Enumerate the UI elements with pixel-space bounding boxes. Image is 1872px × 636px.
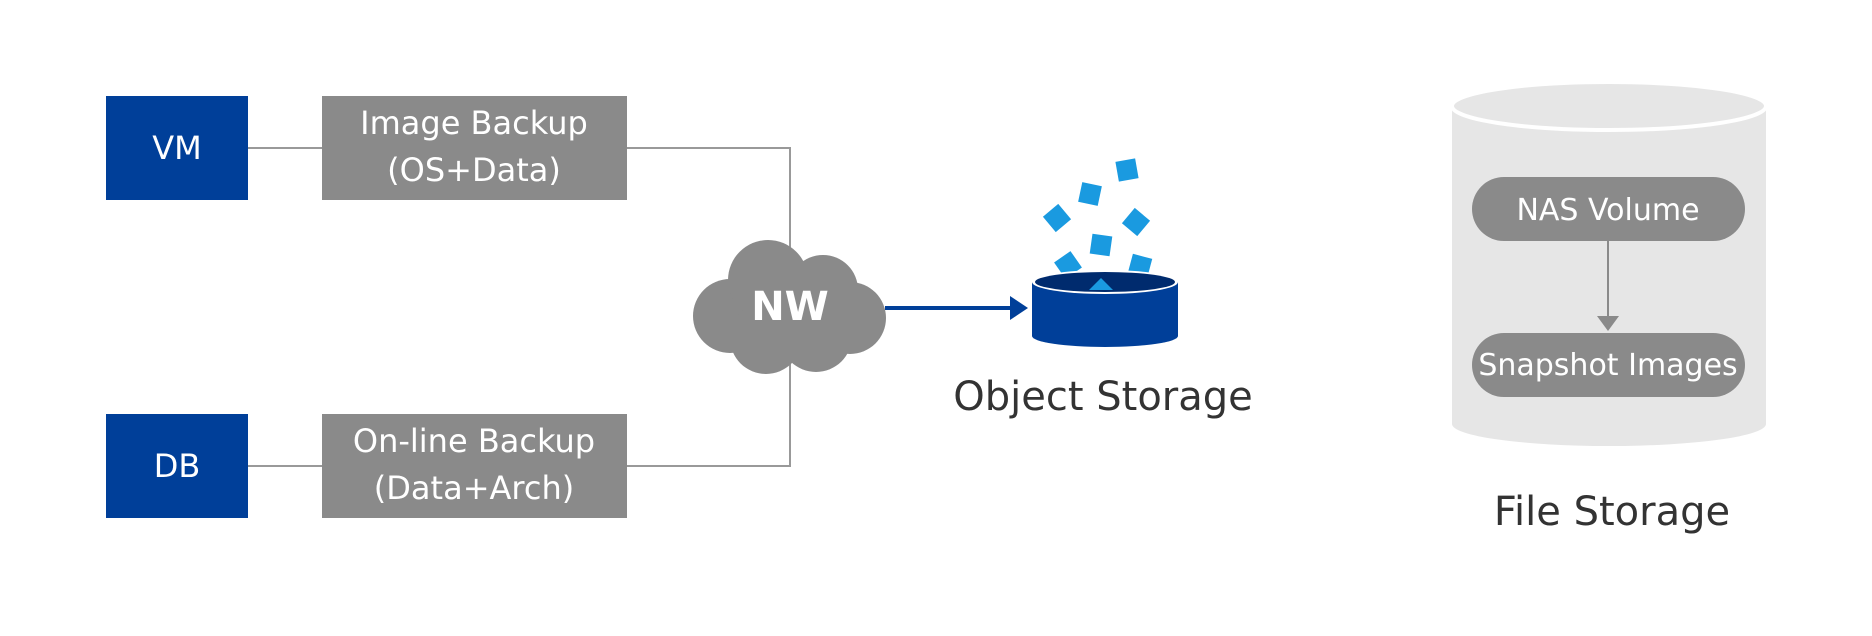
image-backup-line2: (OS+Data) <box>387 151 561 189</box>
data-chip <box>1089 233 1113 257</box>
data-chips <box>1042 158 1153 279</box>
image-backup: Image Backup (OS+Data) <box>322 96 627 200</box>
arrow-head <box>1010 296 1028 320</box>
data-chip <box>1121 207 1151 237</box>
file-storage-cylinder: NAS Volume Snapshot Images <box>1450 80 1768 446</box>
network-to-object-storage-arrow <box>885 296 1028 320</box>
online-backup: On-line Backup (Data+Arch) <box>322 414 627 518</box>
data-chip <box>1078 182 1102 206</box>
file-storage-label: File Storage <box>1494 489 1730 535</box>
cylinder-top <box>1450 80 1768 132</box>
object-storage-icon <box>1032 158 1178 347</box>
nas-to-snapshot-arrow-head <box>1597 316 1619 331</box>
snapshot-images-label: Snapshot Images <box>1478 348 1737 383</box>
cloud-lobe-top <box>728 240 808 320</box>
network-label: NW <box>751 284 829 330</box>
connector-lines <box>248 147 791 467</box>
snapshot-images-pill <box>1472 333 1745 397</box>
db-label: DB <box>154 447 201 485</box>
db-box <box>106 414 248 518</box>
vm-label: VM <box>152 129 202 167</box>
vm-source: VM <box>106 96 248 200</box>
cloud-lobe-bottom-right <box>780 300 852 372</box>
online-backup-box <box>322 414 627 518</box>
online-backup-to-network-line <box>627 360 791 467</box>
object-storage-label: Object Storage <box>953 374 1253 420</box>
vm-box <box>106 96 248 200</box>
image-backup-box <box>322 96 627 200</box>
bucket-body <box>1032 282 1178 347</box>
data-chip-in-bucket <box>1089 278 1113 290</box>
db-source: DB <box>106 414 248 518</box>
network-cloud: NW <box>693 240 886 374</box>
nas-volume-label: NAS Volume <box>1516 193 1699 228</box>
data-chip <box>1042 203 1072 233</box>
image-backup-line1: Image Backup <box>360 104 588 142</box>
data-chip <box>1115 158 1139 182</box>
image-backup-to-network-line <box>627 147 791 250</box>
nas-volume-pill <box>1472 177 1745 241</box>
online-backup-line2: (Data+Arch) <box>374 469 574 507</box>
online-backup-line1: On-line Backup <box>353 422 595 460</box>
